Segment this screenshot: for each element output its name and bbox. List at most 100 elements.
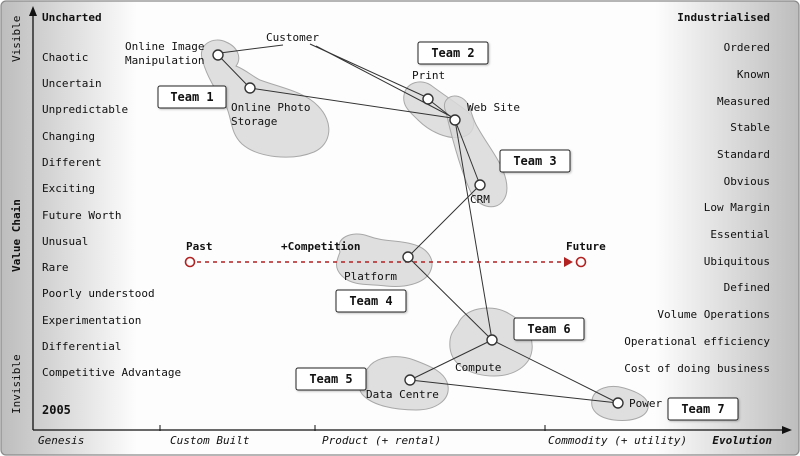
ops-label-line1: Online Photo [231,101,310,114]
uncharted-label: Uncharted [42,11,102,24]
team6-box [513,317,585,341]
team7-label: Team 7 [681,402,724,416]
past-marker [184,256,196,268]
node-platform [402,251,414,263]
future-label: Future [566,240,606,253]
left-scale-item: Chaotic [42,51,88,64]
past-label: Past [186,240,213,253]
future-marker [575,256,587,268]
right-scale-item: Known [737,68,770,81]
node-data-centre [404,374,416,386]
left-scale-item: Exciting [42,182,95,195]
right-scale: Ordered Known Measured Stable Standard O… [624,41,770,375]
team4-boundary [336,233,433,287]
left-scale-item: Experimentation [42,314,141,327]
invisible-label: Invisible [10,354,23,414]
evolution-label: Evolution [712,434,772,447]
ops-label-line2: Storage [231,115,277,128]
value-chain-label: Value Chain [10,199,23,272]
right-scale-item: Operational efficiency [624,335,770,348]
stage-genesis: Genesis [38,434,84,447]
component-labels: Customer Online Image Manipulation Onlin… [125,31,662,410]
node-print [422,93,434,105]
right-scale-item: Stable [730,121,770,134]
edge-line [427,98,456,121]
stage-commodity: Commodity (+ utility) [548,434,687,447]
left-scale-item: Competitive Advantage [42,366,181,379]
team1-boundary [200,39,330,158]
competition-label: +Competition [281,240,360,253]
data-centre-label: Data Centre [366,388,439,401]
left-scale-item: Rare [42,261,69,274]
print-label: Print [412,69,445,82]
web-site-label: Web Site [467,101,520,114]
right-scale-item: Ordered [724,41,770,54]
team7-box [667,397,739,421]
component-nodes [212,49,624,409]
team4-label: Team 4 [349,294,392,308]
edge-line [315,45,453,118]
team5-box [295,367,367,391]
y-axis-arrow-icon [29,6,37,16]
edge-line [454,119,481,186]
node-online-photo-storage [244,82,256,94]
node-online-image-manipulation [212,49,224,61]
left-scale-item: Unusual [42,235,88,248]
axes [29,6,792,434]
timeline: Past +Competition Future [184,240,606,268]
industrialised-label: Industrialised [677,11,770,24]
right-scale-item: Ubiquitous [704,255,770,268]
team1-label: Team 1 [170,90,213,104]
stage-custom-built: Custom Built [170,434,250,447]
right-scale-item: Measured [717,95,770,108]
right-scale-item: Low Margin [704,201,770,214]
team2-label: Team 2 [431,46,474,60]
team5-label: Team 5 [309,372,352,386]
left-scale-item: Poorly understood [42,287,155,300]
node-compute [486,334,498,346]
era-label: 2005 [42,403,71,417]
oim-label-line2: Manipulation [125,54,204,67]
right-scale-item: Cost of doing business [624,362,770,375]
team3-label: Team 3 [513,154,556,168]
crm-label: CRM [470,193,490,206]
platform-label: Platform [344,270,397,283]
edge-line [219,44,284,54]
team1-box [157,85,227,109]
left-scale-item: Uncertain [42,77,102,90]
visible-label: Visible [10,16,23,62]
team3-boundary [444,95,508,208]
right-scale-item: Defined [724,281,770,294]
left-scale-item: Changing [42,130,95,143]
edge-line [407,256,493,341]
left-scale-item: Unpredictable [42,103,128,116]
team5-boundary [358,356,449,411]
power-label: Power [629,397,662,410]
oim-label-line1: Online Image [125,40,204,53]
evolution-stages: Genesis Custom Built Product (+ rental) … [38,434,772,447]
stage-product: Product (+ rental) [322,434,441,447]
edge-line [217,54,251,89]
team2-box [417,41,489,65]
left-scale: Chaotic Uncertain Unpredictable Changing… [42,51,181,379]
compute-label: Compute [455,361,501,374]
left-scale-item: Differential [42,340,121,353]
team-boxes: Team 1 Team 2 Team 3 Team 4 Team 5 Team … [157,41,739,421]
edge-line [454,119,493,341]
team4-box [335,289,407,313]
team3-box [499,149,571,173]
right-scale-item: Standard [717,148,770,161]
timeline-arrow-icon [564,257,573,267]
node-crm [474,179,486,191]
edge-line [409,379,619,404]
x-axis-arrow-icon [782,426,792,434]
edge-line [491,339,619,404]
edge-line [249,87,453,119]
team6-label: Team 6 [527,322,570,336]
left-scale-item: Future Worth [42,209,121,222]
right-scale-item: Volume Operations [657,308,770,321]
left-scale-item: Different [42,156,102,169]
